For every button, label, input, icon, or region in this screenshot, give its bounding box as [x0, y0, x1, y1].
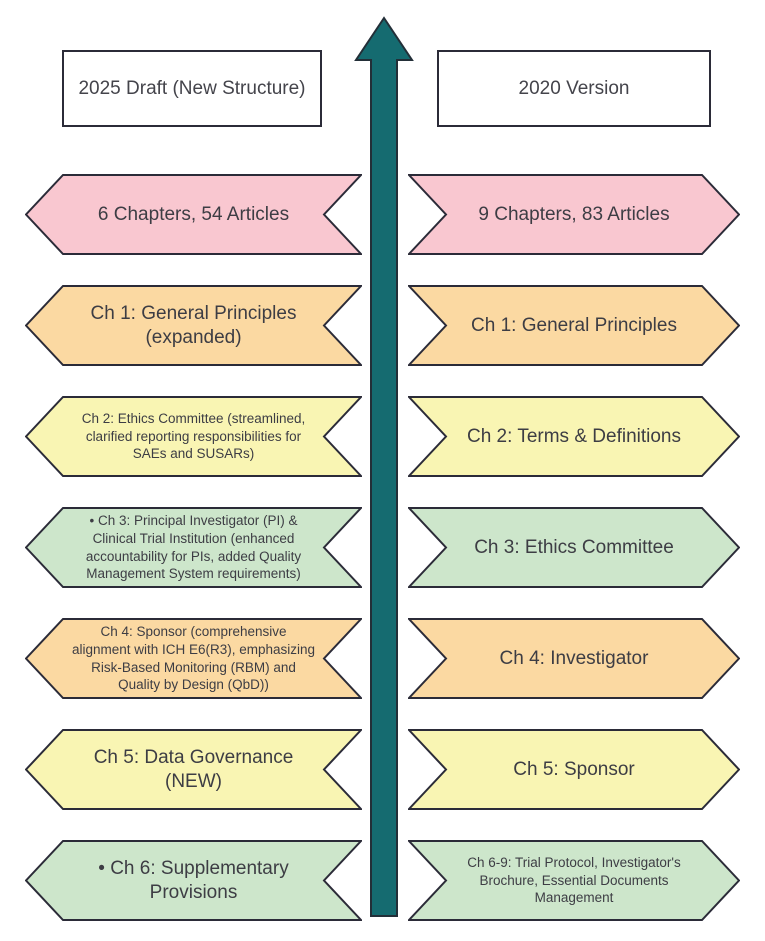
- banner-2025-ch4: Ch 4: Sponsor (comprehensive alignment w…: [25, 618, 362, 699]
- up-arrow-shape: [354, 16, 414, 917]
- banner-label: Ch 5: Sponsor: [513, 758, 635, 780]
- banner-2020-ch6-9: Ch 6-9: Trial Protocol, Investigator's B…: [408, 840, 740, 921]
- banner-label: Ch 5: Data Governance (NEW): [93, 746, 294, 792]
- banner-label: Ch 1: General Principles: [471, 314, 677, 336]
- right-chevron-shape: [408, 840, 740, 921]
- banner-label: Ch 1: General Principles (expanded): [90, 302, 297, 348]
- banner-2020-ch1: Ch 1: General Principles: [408, 285, 740, 366]
- banner-2025-ch6: • Ch 6: Supplementary Provisions: [25, 840, 362, 921]
- banner-2025-ch3: • Ch 3: Principal Investigator (PI) & Cl…: [25, 507, 362, 588]
- banner-2025-ch5: Ch 5: Data Governance (NEW): [25, 729, 362, 810]
- banner-2025-ch1: Ch 1: General Principles (expanded): [25, 285, 362, 366]
- right-chevron-shape: [408, 396, 740, 477]
- left-chevron-shape: [25, 840, 362, 921]
- column-header-2025-label: 2025 Draft (New Structure): [78, 77, 306, 99]
- right-chevron-shape: [408, 285, 740, 366]
- left-chevron-shape: [25, 729, 362, 810]
- banner-label: • Ch 6: Supplementary Provisions: [98, 857, 289, 903]
- left-chevron-shape: [25, 174, 362, 255]
- banner-label: Ch 6-9: Trial Protocol, Investigator's B…: [467, 855, 681, 906]
- banner-label: Ch 3: Ethics Committee: [474, 536, 674, 558]
- banner-2025-ch2: Ch 2: Ethics Committee (streamlined, cla…: [25, 396, 362, 477]
- banner-label: Ch 2: Terms & Definitions: [466, 425, 681, 447]
- column-header-2025-draft: 2025 Draft (New Structure): [62, 50, 322, 127]
- left-chevron-shape: [25, 507, 362, 588]
- banner-2020-chapters-count: 9 Chapters, 83 Articles: [408, 174, 740, 255]
- banner-2020-ch3: Ch 3: Ethics Committee: [408, 507, 740, 588]
- banner-2020-ch2: Ch 2: Terms & Definitions: [408, 396, 740, 477]
- left-chevron-shape: [25, 618, 362, 699]
- banner-2020-ch4: Ch 4: Investigator: [408, 618, 740, 699]
- banner-label: Ch 2: Ethics Committee (streamlined, cla…: [81, 411, 306, 462]
- banner-label: 9 Chapters, 83 Articles: [478, 203, 670, 225]
- banner-label: 6 Chapters, 54 Articles: [97, 203, 290, 225]
- left-chevron-shape: [25, 285, 362, 366]
- column-header-2020-version: 2020 Version: [437, 50, 711, 127]
- banner-2020-ch5: Ch 5: Sponsor: [408, 729, 740, 810]
- right-chevron-shape: [408, 507, 740, 588]
- banner-2025-chapters-count: 6 Chapters, 54 Articles: [25, 174, 362, 255]
- up-arrow-icon: [354, 16, 414, 917]
- column-header-2020-label: 2020 Version: [518, 77, 630, 99]
- banner-label: Ch 4: Investigator: [499, 647, 649, 669]
- left-chevron-shape: [25, 396, 362, 477]
- banner-label: • Ch 3: Principal Investigator (PI) & Cl…: [85, 513, 302, 582]
- banner-label: Ch 4: Sponsor (comprehensive alignment w…: [71, 624, 316, 693]
- right-chevron-shape: [408, 174, 740, 255]
- right-chevron-shape: [408, 618, 740, 699]
- right-chevron-shape: [408, 729, 740, 810]
